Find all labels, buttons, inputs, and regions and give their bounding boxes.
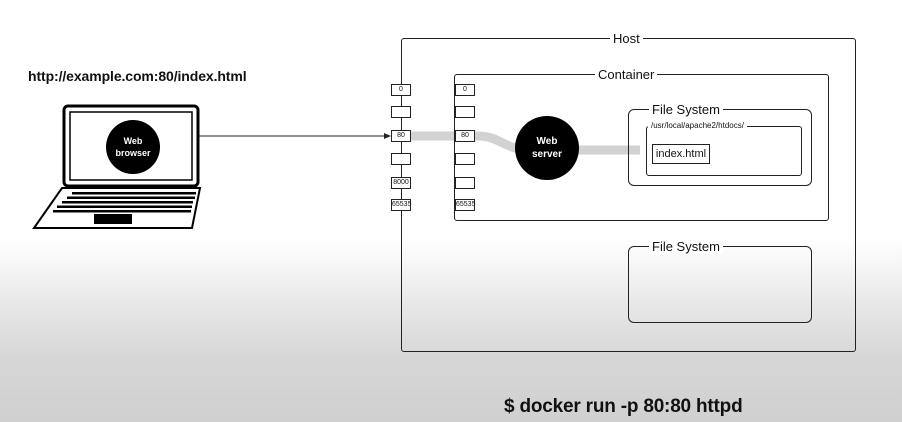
container-port-blank-1 <box>455 106 475 118</box>
url-text: http://example.com:80/index.html <box>28 68 247 84</box>
host-port-0: 0 <box>391 84 411 96</box>
host-port-blank-2 <box>391 153 411 165</box>
host-port-65535: 65535 <box>391 199 411 211</box>
container-port-blank-2 <box>455 153 475 165</box>
keyboard-keys <box>53 192 196 213</box>
host-port-8000: 8000 <box>391 177 411 189</box>
web-browser-circle: Web browser <box>106 120 160 174</box>
htdocs-path-label: /usr/local/apache2/htdocs/ <box>648 121 747 130</box>
container-port-0: 0 <box>455 84 475 96</box>
request-arrow-head <box>384 133 391 139</box>
host-title: Host <box>610 31 643 46</box>
web-server-label-2: server <box>531 149 563 160</box>
host-port-80: 80 <box>391 130 411 142</box>
touchpad <box>94 214 132 224</box>
web-browser-label-2: browser <box>115 148 151 158</box>
container-port-80: 80 <box>455 130 475 142</box>
container-port-65535: 65535 <box>455 199 475 211</box>
host-port-blank-1 <box>391 106 411 118</box>
container-port-blank-3 <box>455 177 475 189</box>
host-filesystem-box <box>628 246 812 323</box>
web-browser-label-1: Web <box>123 136 143 146</box>
docker-command: $ docker run -p 80:80 httpd <box>504 396 743 417</box>
container-title: Container <box>595 67 658 82</box>
container-filesystem-title: File System <box>649 102 723 117</box>
web-server-label-1: Web <box>536 136 558 147</box>
index-html-file: index.html <box>652 144 710 164</box>
web-server-circle: Web server <box>515 116 579 180</box>
host-filesystem-title: File System <box>649 239 723 254</box>
